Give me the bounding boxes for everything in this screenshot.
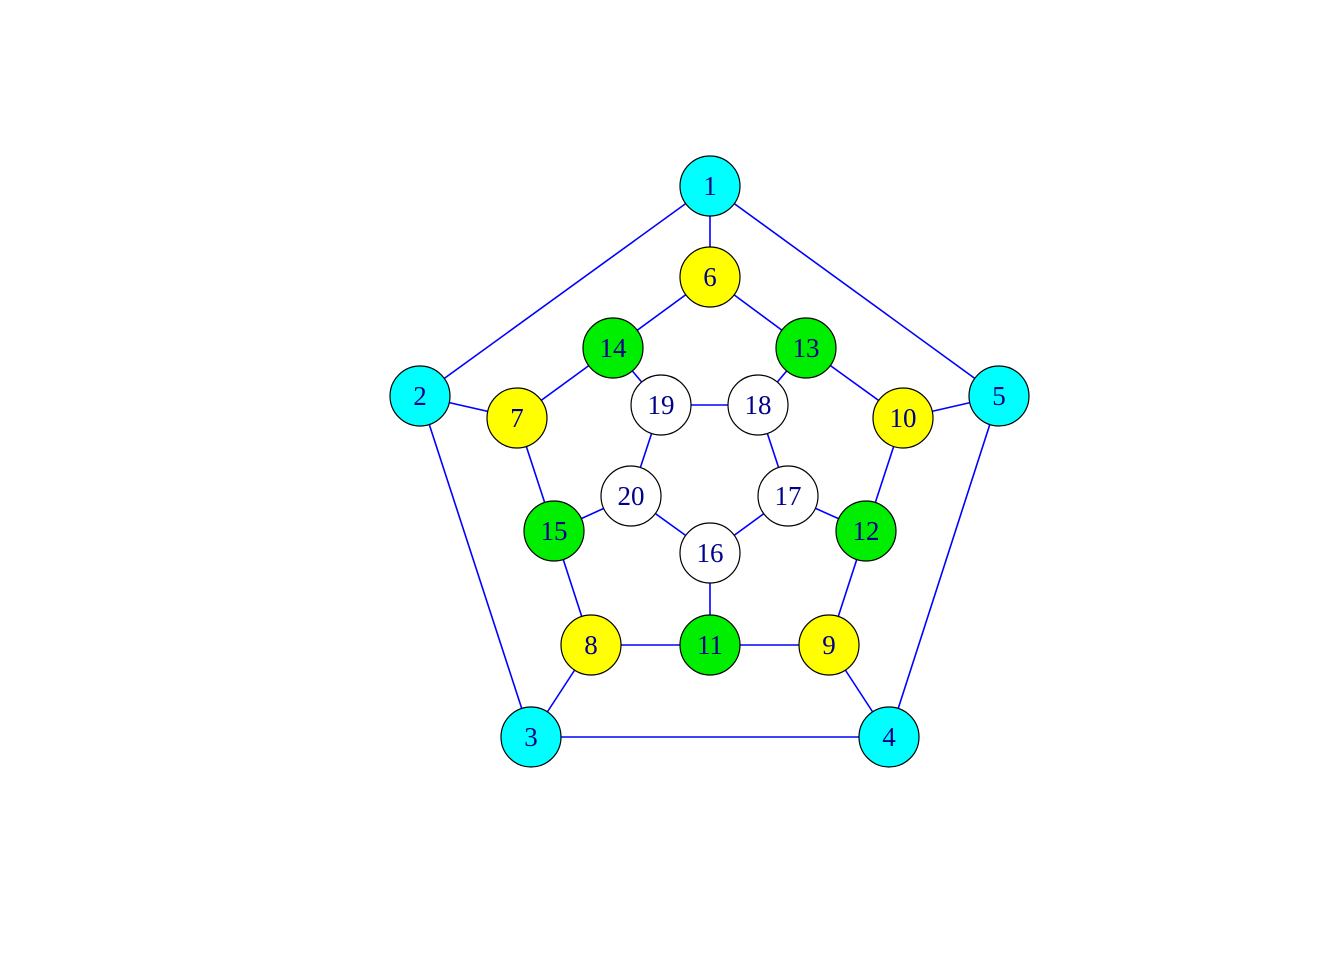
node-3: 3 <box>500 706 562 768</box>
node-label-5: 5 <box>992 381 1006 411</box>
node-8: 8 <box>560 614 622 676</box>
node-circle-2 <box>389 365 451 427</box>
node-circle-17 <box>757 465 819 527</box>
node-13: 13 <box>775 317 837 379</box>
node-9: 9 <box>798 614 860 676</box>
node-label-4: 4 <box>882 722 896 752</box>
node-2: 2 <box>389 365 451 427</box>
node-15: 15 <box>523 500 585 562</box>
node-circle-1 <box>679 155 741 217</box>
node-label-13: 13 <box>793 333 820 363</box>
node-19: 19 <box>630 374 692 436</box>
node-18: 18 <box>727 374 789 436</box>
node-label-10: 10 <box>890 403 917 433</box>
node-label-20: 20 <box>618 481 645 511</box>
node-label-6: 6 <box>703 262 717 292</box>
node-7: 7 <box>486 387 548 449</box>
node-circle-7 <box>486 387 548 449</box>
edge-1-2 <box>419 185 711 397</box>
node-circle-6 <box>679 246 741 308</box>
node-label-12: 12 <box>853 516 880 546</box>
node-circle-13 <box>775 317 837 379</box>
node-12: 12 <box>835 500 897 562</box>
node-label-1: 1 <box>703 171 717 201</box>
node-circle-15 <box>523 500 585 562</box>
node-label-3: 3 <box>524 722 538 752</box>
node-circle-4 <box>858 706 920 768</box>
node-circle-8 <box>560 614 622 676</box>
node-label-2: 2 <box>413 381 427 411</box>
node-label-16: 16 <box>697 538 724 568</box>
edge-5-1 <box>709 185 1000 397</box>
edge-4-5 <box>888 395 1000 738</box>
node-6: 6 <box>679 246 741 308</box>
node-circle-16 <box>679 522 741 584</box>
node-circle-11 <box>679 614 741 676</box>
node-4: 4 <box>858 706 920 768</box>
node-circle-18 <box>727 374 789 436</box>
node-circle-5 <box>968 365 1030 427</box>
node-label-7: 7 <box>510 403 524 433</box>
node-circle-10 <box>872 387 934 449</box>
node-17: 17 <box>757 465 819 527</box>
node-circle-14 <box>582 317 644 379</box>
node-11: 11 <box>679 614 741 676</box>
node-5: 5 <box>968 365 1030 427</box>
node-16: 16 <box>679 522 741 584</box>
node-10: 10 <box>872 387 934 449</box>
node-14: 14 <box>582 317 644 379</box>
node-circle-3 <box>500 706 562 768</box>
node-circle-20 <box>600 465 662 527</box>
node-label-18: 18 <box>745 390 772 420</box>
node-label-9: 9 <box>822 630 836 660</box>
node-20: 20 <box>600 465 662 527</box>
node-label-8: 8 <box>584 630 598 660</box>
node-circle-9 <box>798 614 860 676</box>
node-circle-19 <box>630 374 692 436</box>
edge-2-3 <box>419 395 532 738</box>
node-label-14: 14 <box>600 333 628 363</box>
node-label-15: 15 <box>541 516 568 546</box>
node-label-19: 19 <box>648 390 675 420</box>
node-circle-12 <box>835 500 897 562</box>
node-1: 1 <box>679 155 741 217</box>
node-label-11: 11 <box>697 630 723 660</box>
node-label-17: 17 <box>775 481 802 511</box>
